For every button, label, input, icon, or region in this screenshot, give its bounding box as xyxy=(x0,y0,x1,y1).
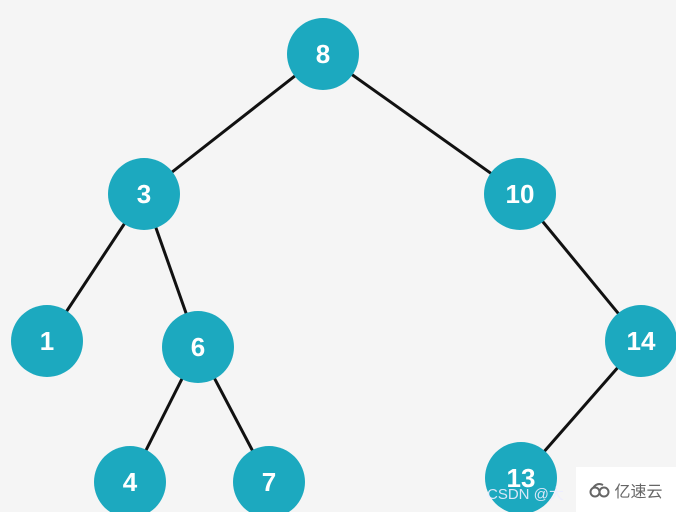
csdn-watermark: CSDN @大 xyxy=(487,486,564,503)
tree-node-4: 4 xyxy=(94,446,166,512)
node-circle xyxy=(605,305,676,377)
tree-node-3: 3 xyxy=(108,158,180,230)
tree-node-6: 6 xyxy=(162,311,234,383)
node-circle xyxy=(485,442,557,512)
node-circle xyxy=(11,305,83,377)
node-label: 10 xyxy=(506,179,535,209)
yisu-watermark-text: 亿速云 xyxy=(614,483,663,501)
node-label: 14 xyxy=(627,326,656,356)
node-circle xyxy=(287,18,359,90)
yisu-watermark: 亿速云 xyxy=(576,467,676,512)
node-label: 4 xyxy=(123,467,138,497)
node-circle xyxy=(94,446,166,512)
node-label: 13 xyxy=(507,463,536,493)
tree-node-7: 7 xyxy=(233,446,305,512)
tree-node-1: 1 xyxy=(11,305,83,377)
tree-node-14: 14 xyxy=(605,305,676,377)
node-label: 8 xyxy=(316,39,330,69)
node-circle xyxy=(484,158,556,230)
tree-node-10: 10 xyxy=(484,158,556,230)
node-label: 3 xyxy=(137,179,151,209)
node-circle xyxy=(233,446,305,512)
node-label: 7 xyxy=(262,467,276,497)
node-circle xyxy=(162,311,234,383)
edge-n8-n10 xyxy=(322,52,521,196)
cloud-logo-icon xyxy=(589,482,610,497)
node-circle xyxy=(108,158,180,230)
edge-n8-n3 xyxy=(143,52,324,196)
tree-node-8: 8 xyxy=(287,18,359,90)
node-label: 6 xyxy=(191,332,205,362)
node-label: 1 xyxy=(40,326,54,356)
tree-node-13: 13 xyxy=(485,442,557,512)
